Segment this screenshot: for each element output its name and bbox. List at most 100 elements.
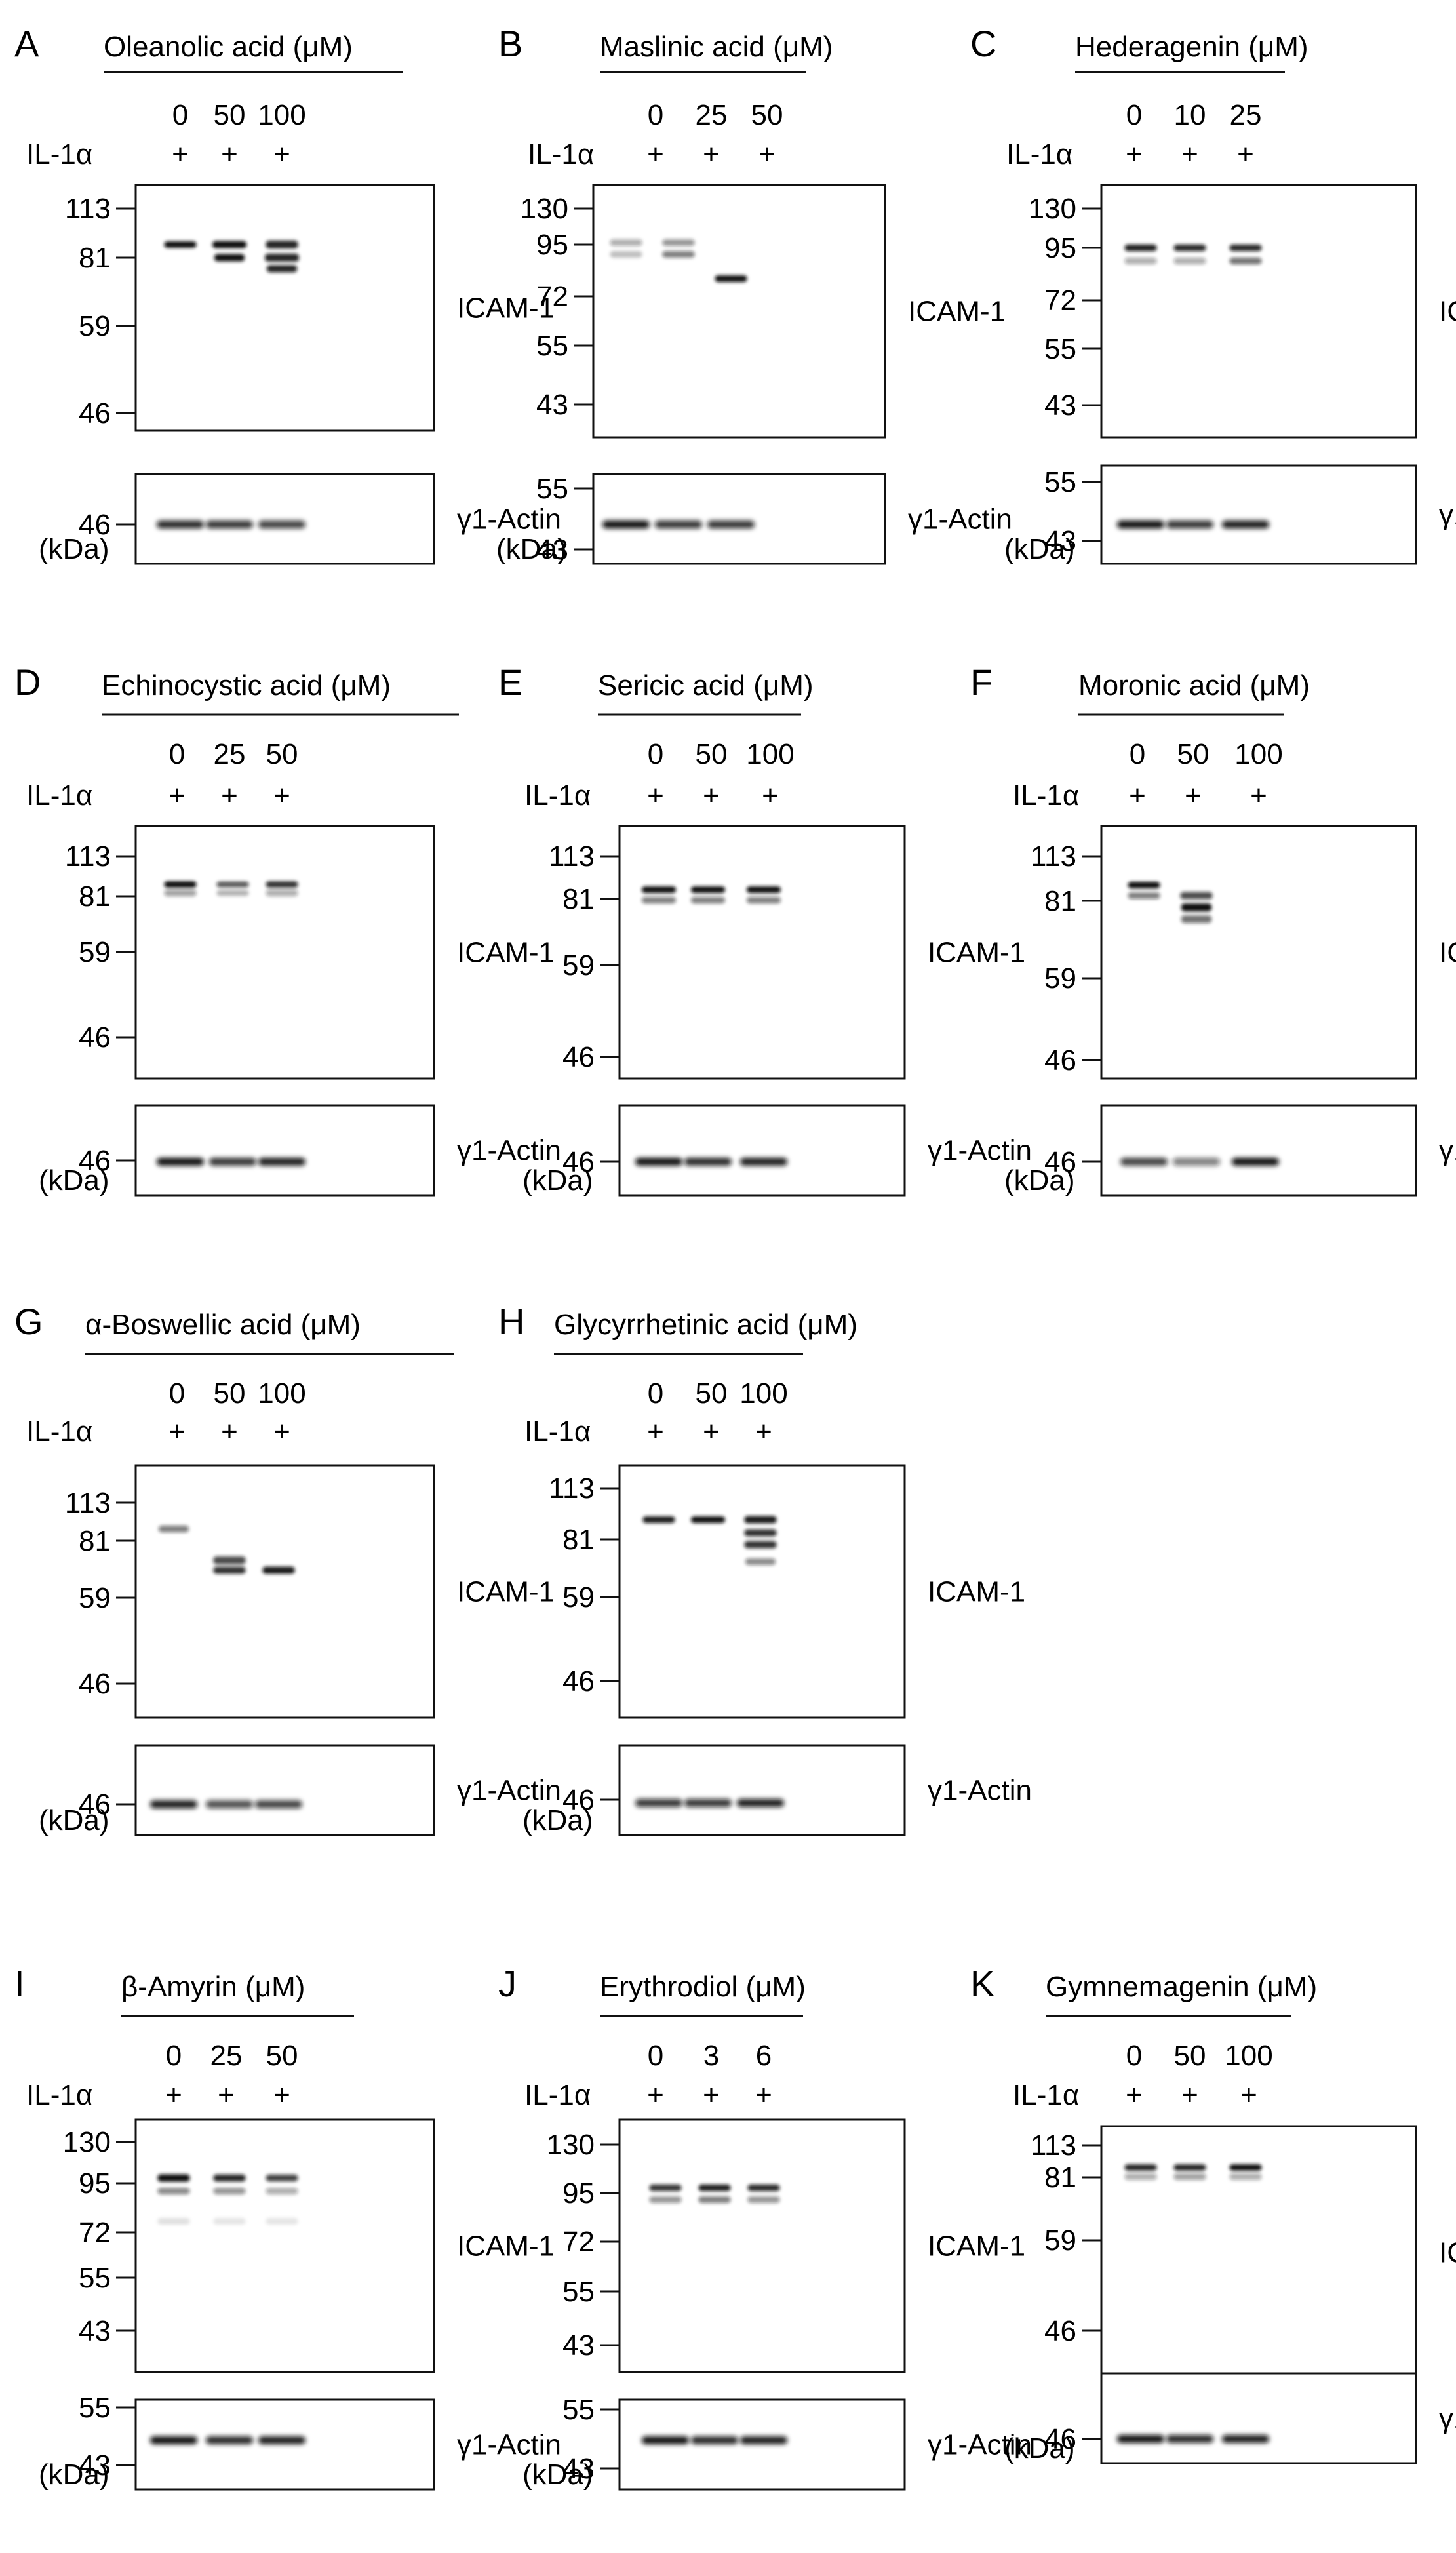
actin-band [737, 1799, 784, 1807]
mw-marker-label: 72 [562, 2226, 595, 2258]
mw-marker-label: 81 [79, 1525, 111, 1557]
kda-unit-label: (kDa) [496, 533, 567, 565]
actin-blot [618, 2398, 906, 2491]
actin-band [1222, 521, 1269, 528]
actin-band [602, 521, 650, 528]
mw-marker-label: 46 [562, 1784, 595, 1816]
treatment-label: IL-1α [524, 2079, 591, 2111]
actin-band [1166, 521, 1213, 528]
plus-sign: + [165, 2079, 182, 2111]
panel-letter: C [970, 23, 996, 64]
mw-marker-label: 113 [65, 1487, 111, 1519]
mw-marker-label: 72 [1044, 285, 1076, 317]
icam-band [266, 890, 298, 896]
mw-marker-label: 81 [79, 881, 111, 913]
plus-sign: + [703, 2079, 720, 2111]
concentration-label: 0 [172, 99, 188, 131]
icam-band [213, 1556, 246, 1564]
mw-marker-label: 55 [536, 330, 568, 362]
icam-band [157, 2188, 190, 2194]
actin-band [1232, 1158, 1279, 1166]
treatment-label: IL-1α [528, 138, 594, 170]
concentration-label: 6 [756, 2040, 772, 2072]
plus-sign: + [168, 780, 186, 812]
concentration-label: 50 [696, 1377, 728, 1410]
icam-blot [618, 2118, 906, 2373]
icam-band [216, 890, 249, 896]
concentration-label: 0 [1130, 738, 1145, 770]
actin-band [684, 1158, 732, 1166]
kda-unit-label: (kDa) [522, 2459, 593, 2491]
mw-marker-label: 43 [536, 534, 568, 566]
plus-sign: + [1181, 2079, 1198, 2111]
mw-marker-label: 43 [562, 2329, 595, 2362]
actin-blot [134, 473, 435, 565]
compound-title: Erythrodiol (μM) [600, 1971, 806, 2003]
treatment-label: IL-1α [26, 2079, 92, 2111]
actin-band [642, 2436, 689, 2444]
concentration-label: 100 [258, 1377, 305, 1410]
mw-marker-label: 72 [536, 281, 568, 313]
mw-marker-label: 81 [79, 242, 111, 274]
panel-letter: I [14, 1963, 25, 2004]
icam-blot [618, 825, 906, 1080]
actin-label: γ1-Actin [1439, 2403, 1456, 2435]
mw-marker-label: 46 [79, 397, 111, 429]
actin-band [1173, 1158, 1220, 1166]
plus-sign: + [703, 138, 720, 170]
panel-letter: K [970, 1963, 994, 2004]
icam-label: ICAM-1 [908, 296, 1006, 328]
actin-label: γ1-Actin [1439, 499, 1456, 531]
icam-blot [134, 2118, 435, 2373]
treatment-label: IL-1α [1006, 138, 1072, 170]
plus-sign: + [1237, 138, 1254, 170]
mw-marker-label: 130 [1029, 193, 1076, 225]
plus-sign: + [647, 1415, 664, 1448]
mw-marker-label: 130 [63, 2126, 111, 2158]
concentration-label: 100 [258, 99, 305, 131]
icam-band [649, 2196, 682, 2203]
concentration-label: 25 [214, 738, 246, 770]
icam-blot [134, 825, 435, 1080]
mw-marker-label: 43 [536, 389, 568, 421]
icam-band [715, 275, 747, 282]
compound-title: β-Amyrin (μM) [121, 1971, 305, 2003]
icam-band [744, 1516, 777, 1524]
actin-label: γ1-Actin [908, 504, 1012, 536]
icam-band [747, 2196, 780, 2203]
actin-band [1166, 2435, 1213, 2443]
mw-marker-label: 81 [562, 1524, 595, 1556]
plus-sign: + [1126, 138, 1143, 170]
panel-letter: G [14, 1301, 43, 1342]
icam-band [164, 890, 197, 896]
mw-marker-label: 113 [1031, 841, 1076, 873]
actin-blot [134, 2398, 435, 2491]
actin-band [1117, 2435, 1164, 2443]
plus-sign: + [221, 780, 238, 812]
icam-band [1229, 2164, 1262, 2171]
compound-title: Moronic acid (μM) [1078, 669, 1310, 702]
icam-blot [134, 1464, 435, 1719]
mw-marker-label: 130 [547, 2129, 595, 2161]
kda-unit-label: (kDa) [1004, 2432, 1075, 2464]
actin-blot [1100, 2372, 1417, 2464]
actin-label: γ1-Actin [1439, 1135, 1456, 1167]
mw-marker-label: 95 [536, 229, 568, 261]
mw-marker-label: 46 [79, 1145, 111, 1177]
mw-marker-label: 55 [79, 2262, 111, 2294]
concentration-label: 100 [1234, 738, 1282, 770]
plus-sign: + [647, 780, 664, 812]
mw-marker-label: 130 [521, 193, 568, 225]
actin-band [206, 521, 253, 528]
actin-band [150, 1800, 197, 1808]
concentration-label: 50 [266, 738, 298, 770]
mw-marker-label: 43 [1044, 525, 1076, 557]
icam-band [214, 254, 245, 262]
